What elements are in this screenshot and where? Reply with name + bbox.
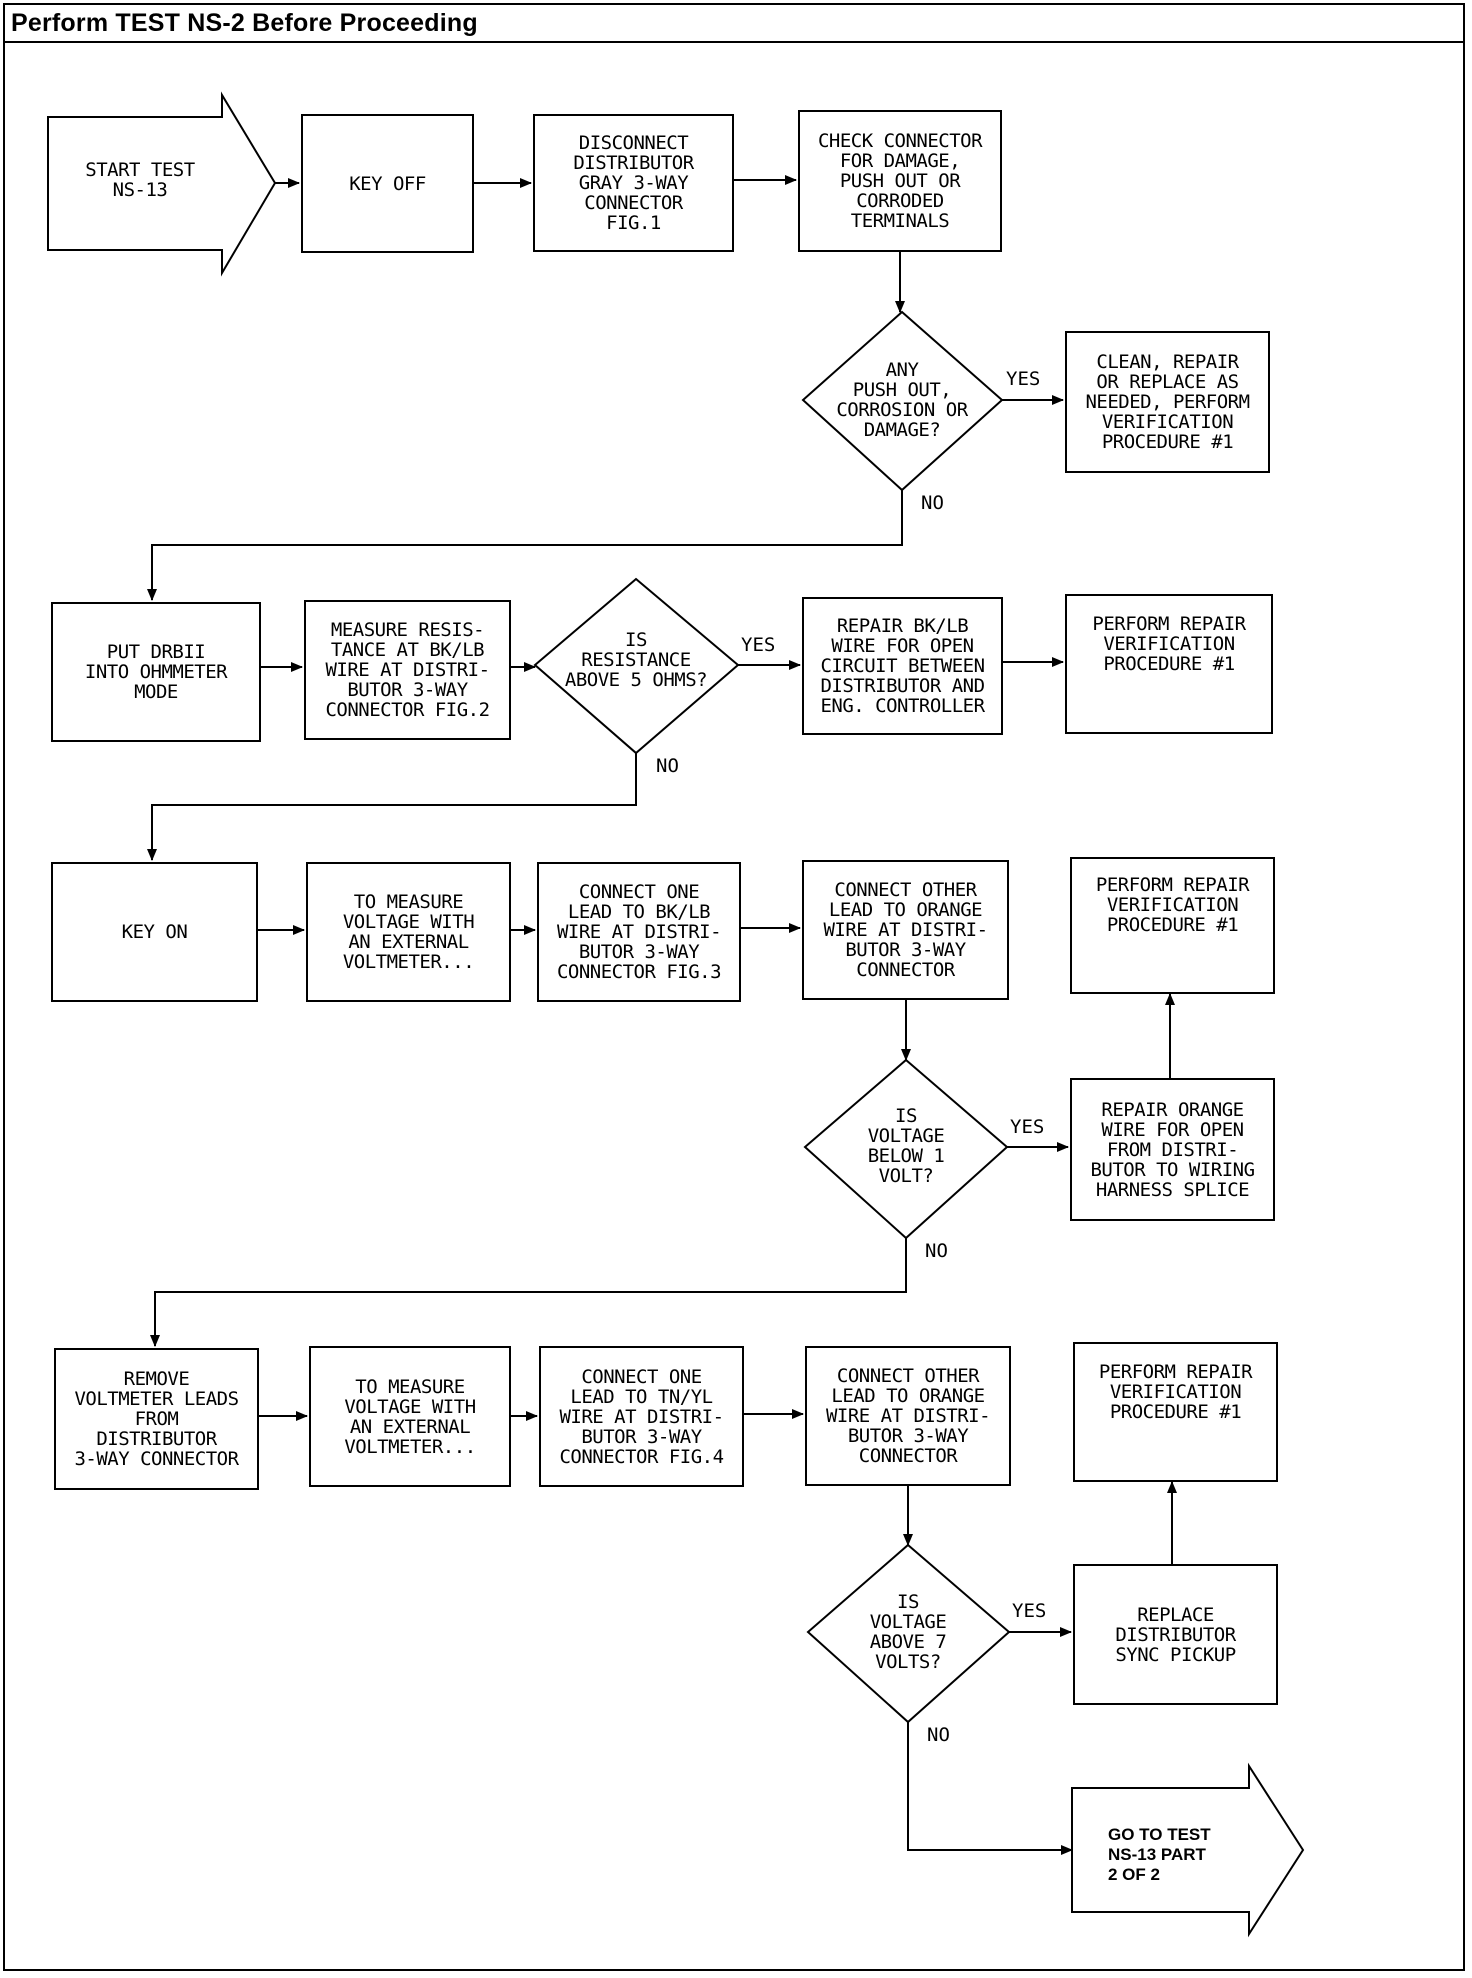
diagram-frame: Perform TEST NS-2 Before Proceeding bbox=[3, 3, 1465, 1971]
put-drbii-box: PUT DRBII INTO OHMMETER MODE bbox=[51, 602, 261, 742]
key-off-box: KEY OFF bbox=[301, 114, 474, 253]
decision-1-yes-label: YES bbox=[1006, 368, 1041, 390]
replace-pickup-box: REPLACE DISTRIBUTOR SYNC PICKUP bbox=[1073, 1564, 1278, 1705]
decision-2-yes-label: YES bbox=[741, 634, 776, 656]
repair-orange-box: REPAIR ORANGE WIRE FOR OPEN FROM DISTRI-… bbox=[1070, 1078, 1275, 1221]
connect-one-lead-box-3: CONNECT ONE LEAD TO BK/LB WIRE AT DISTRI… bbox=[537, 862, 741, 1002]
decision-3-label: IS VOLTAGE BELOW 1 VOLT? bbox=[867, 1105, 945, 1187]
repair-bk-lb-box: REPAIR BK/LB WIRE FOR OPEN CIRCUIT BETWE… bbox=[802, 597, 1003, 735]
start-test-label: START TEST NS-13 bbox=[85, 159, 195, 201]
decision-3-no-label: NO bbox=[925, 1240, 948, 1262]
check-connector-box: CHECK CONNECTOR FOR DAMAGE, PUSH OUT OR … bbox=[798, 110, 1002, 252]
measure-resistance-box: MEASURE RESIS- TANCE AT BK/LB WIRE AT DI… bbox=[304, 600, 511, 740]
decision-4-label: IS VOLTAGE ABOVE 7 VOLTS? bbox=[869, 1591, 947, 1673]
goto-test-label: GO TO TEST NS-13 PART 2 OF 2 bbox=[1108, 1825, 1211, 1884]
connect-other-lead-box-3: CONNECT OTHER LEAD TO ORANGE WIRE AT DIS… bbox=[802, 860, 1009, 1000]
connect-other-lead-box-4: CONNECT OTHER LEAD TO ORANGE WIRE AT DIS… bbox=[805, 1346, 1011, 1486]
perform-repair-box-3: PERFORM REPAIR VERIFICATION PROCEDURE #1 bbox=[1070, 857, 1275, 994]
decision-4-no-label: NO bbox=[927, 1724, 950, 1746]
decision-1-label: ANY PUSH OUT, CORROSION OR DAMAGE? bbox=[836, 359, 968, 441]
remove-leads-box: REMOVE VOLTMETER LEADS FROM DISTRIBUTOR … bbox=[54, 1348, 259, 1490]
decision-4-yes-label: YES bbox=[1012, 1600, 1047, 1622]
key-on-box: KEY ON bbox=[51, 862, 258, 1002]
page-title: Perform TEST NS-2 Before Proceeding bbox=[11, 9, 478, 37]
perform-repair-box-2: PERFORM REPAIR VERIFICATION PROCEDURE #1 bbox=[1065, 594, 1273, 734]
decision-2-label: IS RESISTANCE ABOVE 5 OHMS? bbox=[564, 629, 708, 691]
measure-voltage-box-3: TO MEASURE VOLTAGE WITH AN EXTERNAL VOLT… bbox=[306, 862, 511, 1002]
connector-lines bbox=[147, 175, 1177, 1855]
goto-arrow-shape bbox=[1071, 1762, 1305, 1938]
measure-voltage-box-4: TO MEASURE VOLTAGE WITH AN EXTERNAL VOLT… bbox=[309, 1346, 511, 1487]
perform-repair-box-4: PERFORM REPAIR VERIFICATION PROCEDURE #1 bbox=[1073, 1342, 1278, 1482]
decision-3-yes-label: YES bbox=[1010, 1116, 1045, 1138]
disconnect-connector-box: DISCONNECT DISTRIBUTOR GRAY 3-WAY CONNEC… bbox=[533, 114, 734, 252]
decision-2-no-label: NO bbox=[656, 755, 679, 777]
decision-1-no-label: NO bbox=[921, 492, 944, 514]
header-bar: Perform TEST NS-2 Before Proceeding bbox=[5, 5, 1463, 43]
clean-repair-box: CLEAN, REPAIR OR REPLACE AS NEEDED, PERF… bbox=[1065, 331, 1270, 473]
connect-one-lead-box-4: CONNECT ONE LEAD TO TN/YL WIRE AT DISTRI… bbox=[539, 1346, 744, 1487]
start-arrow-shape bbox=[47, 91, 277, 277]
